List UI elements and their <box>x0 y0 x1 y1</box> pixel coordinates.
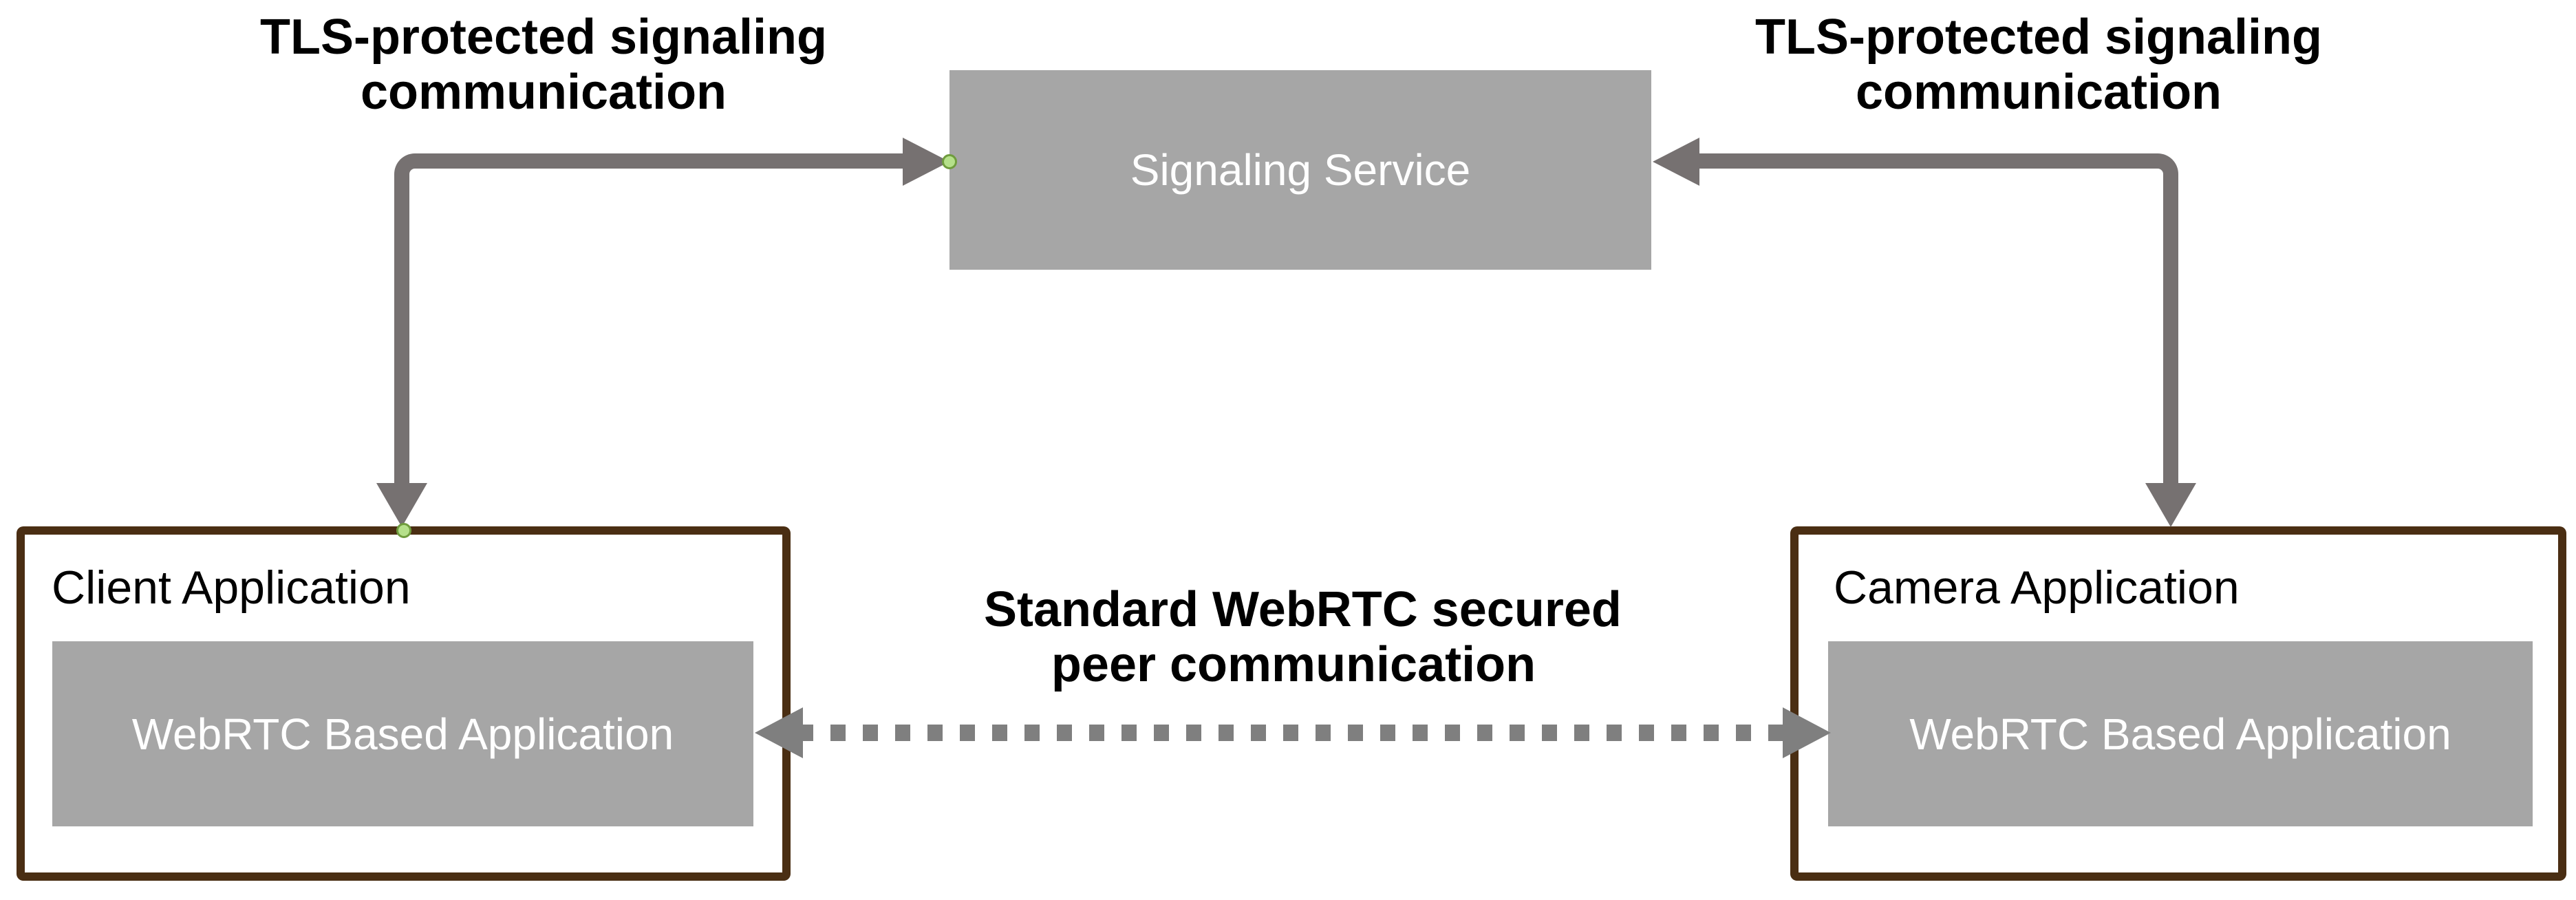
camera-application-title: Camera Application <box>1834 561 2240 614</box>
dashed-peer-connector <box>798 725 1786 741</box>
tls-label-right-line1: TLS-protected signaling <box>1754 10 2323 65</box>
signaling-service-label: Signaling Service <box>1130 145 1471 195</box>
connection-dot-signaling-icon <box>942 154 957 169</box>
webrtc-based-application-label-client: WebRTC Based Application <box>131 709 674 759</box>
peer-label-line1: Standard WebRTC secured <box>984 582 1622 637</box>
tls-label-left-line1: TLS-protected signaling <box>259 10 828 65</box>
elbow-connector-right <box>1699 153 2178 485</box>
arrowhead-down-into-client-icon <box>376 483 427 527</box>
connection-dot-client-icon <box>396 523 411 538</box>
client-application-box: Client Application WebRTC Based Applicat… <box>17 526 791 881</box>
tls-label-right-line2: communication <box>1855 65 2222 120</box>
tls-label-left: TLS-protected signaling communication <box>234 10 853 120</box>
tls-label-right: TLS-protected signaling communication <box>1729 10 2348 120</box>
dashed-arrowhead-left-icon <box>755 707 803 758</box>
webrtc-based-application-box-client: WebRTC Based Application <box>52 641 753 826</box>
camera-application-box: Camera Application WebRTC Based Applicat… <box>1790 526 2566 881</box>
peer-label-line2: peer communication <box>1051 637 1536 692</box>
arrowhead-left-into-signaling-icon <box>1653 138 1699 186</box>
peer-communication-label: Standard WebRTC secured peer communicati… <box>984 582 1622 692</box>
arrowhead-down-into-camera-icon <box>2145 483 2196 527</box>
arrowhead-right-into-signaling-icon <box>903 138 949 186</box>
elbow-connector-left <box>394 153 904 485</box>
tls-label-left-line2: communication <box>360 65 727 120</box>
webrtc-based-application-box-camera: WebRTC Based Application <box>1828 641 2533 826</box>
signaling-service-box: Signaling Service <box>949 70 1651 270</box>
webrtc-based-application-label-camera: WebRTC Based Application <box>1909 709 2451 759</box>
client-application-title: Client Application <box>52 561 411 614</box>
dashed-arrowhead-right-icon <box>1783 707 1831 758</box>
